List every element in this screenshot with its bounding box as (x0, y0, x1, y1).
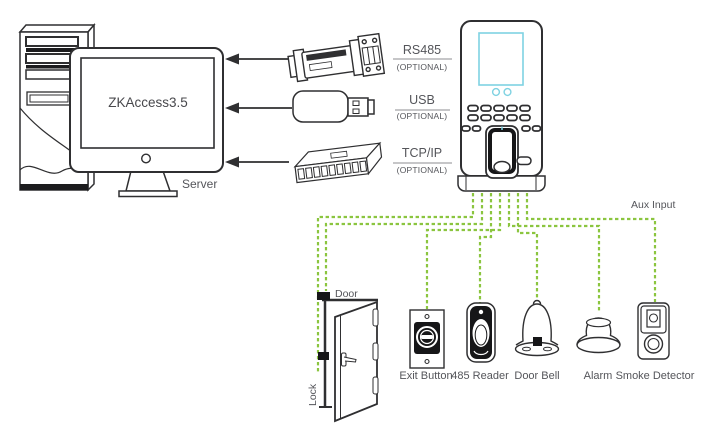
access-controller-icon (457, 20, 546, 192)
wire-lock (316, 193, 475, 374)
fingerprint-reader (485, 125, 519, 179)
alarm-icon (576, 317, 621, 354)
server-screen-label: ZKAccess3.5 (108, 95, 188, 110)
door-label: Door (335, 288, 358, 300)
network-switch-icon (293, 141, 383, 184)
door-bell-icon (514, 299, 560, 357)
door-hinges (372, 308, 379, 395)
link-note-usb: (OPTIONAL) (396, 111, 448, 121)
door-sensor (317, 292, 330, 300)
arrow-icons (225, 53, 292, 168)
alarm-label: Alarm (583, 370, 613, 382)
usb-drive-icon (292, 90, 375, 123)
link-note-tcpip: (OPTIONAL) (396, 165, 448, 175)
wire-485-reader (478, 193, 493, 303)
exit-button-label: Exit Button (399, 370, 453, 382)
link-note-rs485: (OPTIONAL) (396, 62, 448, 72)
device-camera-right (503, 87, 512, 97)
smoke-detector-icon (637, 302, 670, 360)
door-handle (341, 352, 357, 367)
server-caption: Server (182, 177, 218, 191)
door-icon (317, 292, 379, 423)
link-dividers (393, 58, 452, 164)
door-bell-label: Door Bell (514, 370, 560, 382)
device-camera-left (491, 87, 501, 97)
device-screen (478, 32, 524, 86)
exit-button-icon (409, 309, 445, 369)
link-label-rs485: RS485 (402, 43, 442, 57)
smoke-detector-label: Smoke Detector (615, 370, 695, 382)
device-bell-key (516, 156, 532, 166)
aux-input-label: Aux Input (631, 199, 676, 211)
wire-door-sensor (324, 193, 484, 291)
reader-485-icon (466, 302, 496, 363)
wire-aux-input (525, 193, 657, 302)
monitor-icon (69, 47, 224, 198)
wire-exit-button (425, 193, 502, 309)
wire-alarm (507, 193, 601, 311)
door-lock (318, 352, 329, 360)
wire-lines (316, 193, 657, 374)
link-label-tcpip: TCP/IP (401, 146, 443, 160)
wire-door-bell (516, 193, 539, 299)
link-label-usb: USB (409, 93, 435, 107)
485-reader-label: 485 Reader (451, 370, 509, 382)
device-keypad (461, 104, 542, 132)
lock-label: Lock (307, 383, 319, 406)
rs485-adapter-icon (287, 32, 386, 83)
